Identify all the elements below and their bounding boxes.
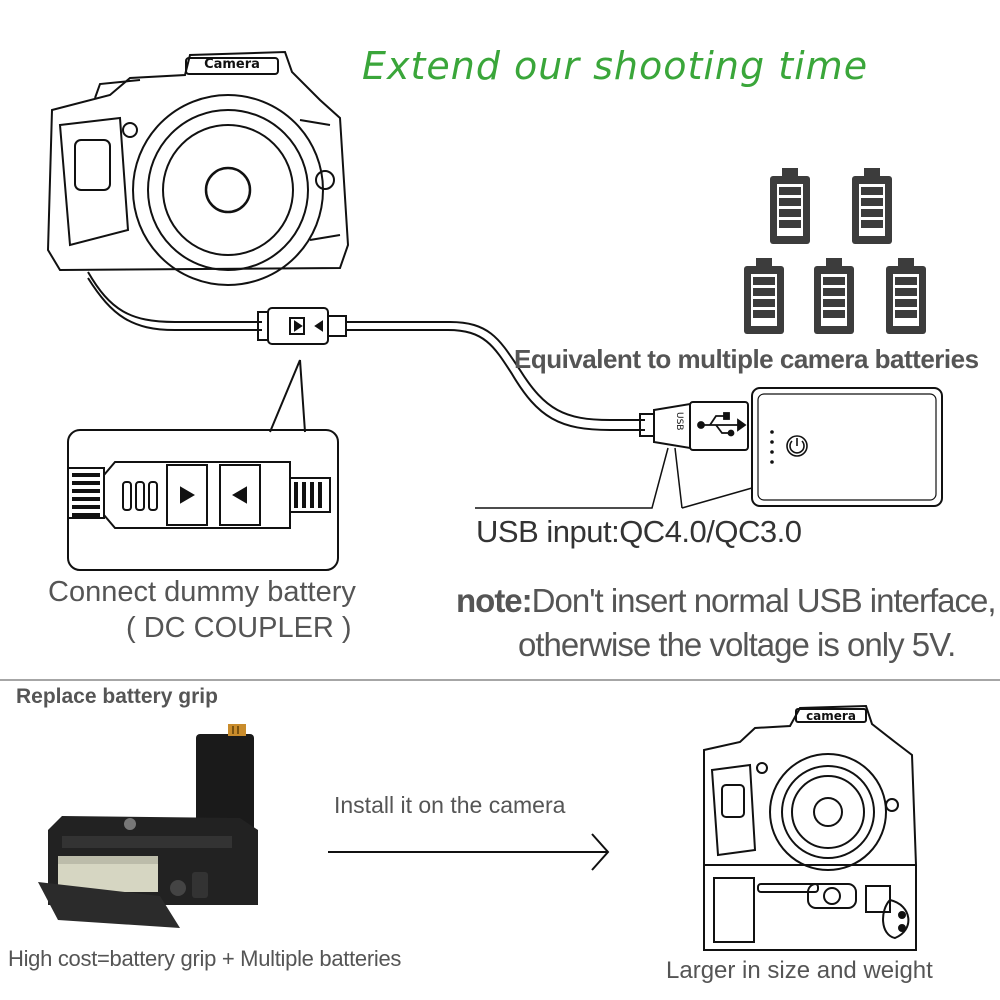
cost-label: High cost=battery grip + Multiple batter… <box>8 946 402 971</box>
note-line1: note:Don't insert normal USB interface, <box>456 582 996 620</box>
batteries-caption: Equivalent to multiple camera batteries <box>514 344 979 374</box>
camera-cable <box>87 271 262 323</box>
usb-cable <box>346 321 645 421</box>
camera-bottom-label: camera <box>806 709 856 723</box>
note-line2: otherwise the voltage is only 5V. <box>518 626 956 663</box>
usb-input-pointer-right <box>681 487 753 509</box>
usb-plug <box>639 401 749 451</box>
battery-icon <box>814 258 854 334</box>
power-bank-indicator-leds <box>770 430 774 464</box>
camera-top-label: Camera <box>204 57 260 72</box>
usb-plug-label: USB <box>674 412 684 430</box>
power-button-icon <box>786 435 808 457</box>
headline: Extend our shooting time <box>362 44 869 88</box>
battery-icon <box>886 258 926 334</box>
battery-icon-group <box>744 168 926 334</box>
camera-illustration-top <box>46 50 350 286</box>
usb-symbol-icon <box>697 412 747 437</box>
battery-icon <box>744 258 784 334</box>
usb-input-pointer <box>475 447 683 509</box>
install-label: Install it on the camera <box>334 792 566 818</box>
size-label: Larger in size and weight <box>666 957 933 984</box>
note-line1-text: Don't insert normal USB interface, <box>531 582 997 619</box>
install-arrow <box>328 833 610 871</box>
battery-icon <box>852 168 892 244</box>
camera-with-grip-illustration <box>703 704 918 951</box>
coupler-zoom-pointer <box>269 359 306 433</box>
power-bank <box>751 387 943 507</box>
battery-icon <box>770 168 810 244</box>
battery-grip-image <box>38 724 258 928</box>
coupler-line2: ( DC COUPLER ) <box>126 612 352 644</box>
note-prefix: note: <box>456 582 533 619</box>
dc-coupler-plug-small <box>257 307 347 345</box>
coupler-line1: Connect dummy battery <box>48 576 356 608</box>
grip-section-title: Replace battery grip <box>16 685 218 708</box>
usb-input-label: USB input:QC4.0/QC3.0 <box>476 514 802 549</box>
dc-coupler-closeup <box>67 429 339 571</box>
